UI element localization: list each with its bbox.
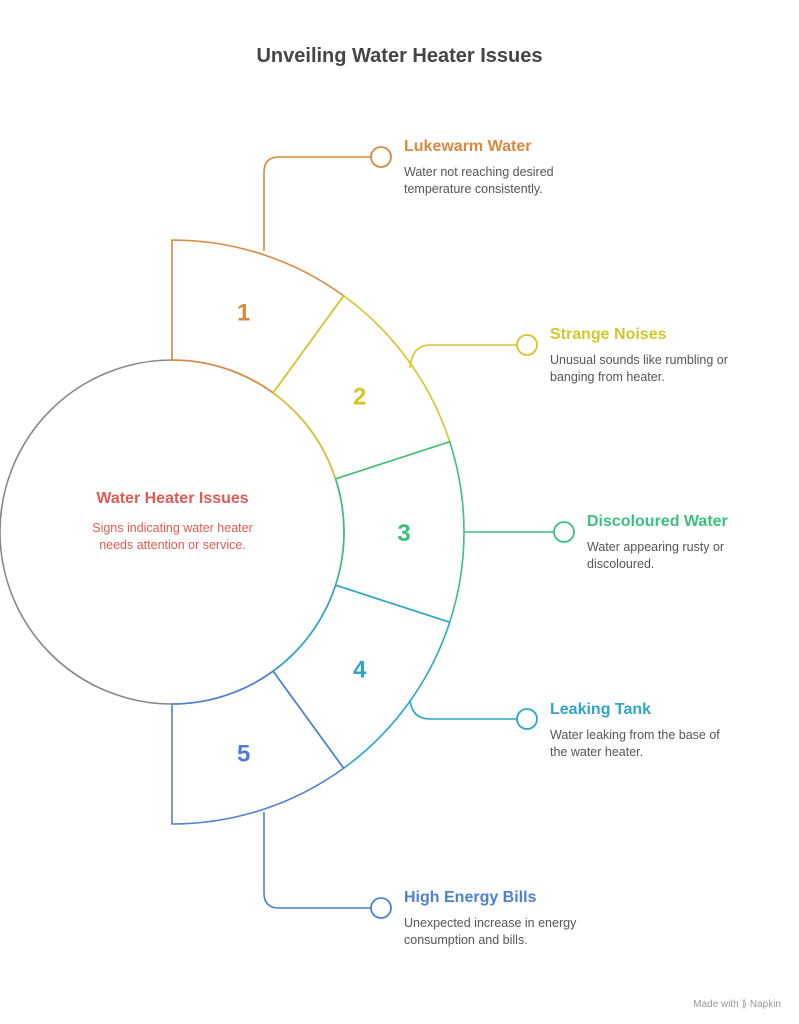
connector-dot [370,897,392,919]
connector-line [263,156,371,251]
segment-number: 2 [353,384,366,411]
segment-number: 3 [397,520,410,547]
connector-dot [370,146,392,168]
item-4: Leaking Tank Water leaking from the base… [550,701,735,761]
item-description: Water leaking from the base of the water… [550,728,720,759]
item-description: Water not reaching desired temperature c… [404,165,554,196]
connector-line [409,699,517,720]
item-title: High Energy Bills [404,889,537,906]
diagram-title: Unveiling Water Heater Issues [256,45,543,67]
item-title: Lukewarm Water [404,138,532,155]
connector-dot [516,334,538,356]
segment-3 [334,440,465,624]
item-5: High Energy Bills Unexpected increase in… [404,889,604,949]
item-title: Strange Noises [550,326,667,343]
item-title: Discoloured Water [587,513,728,530]
segment-number: 5 [237,741,250,768]
item-2: Strange Noises Unusual sounds like rumbl… [550,326,740,386]
segment-4 [271,584,451,770]
segment-2 [271,294,451,480]
connector-dot [516,708,538,730]
segment-5 [171,670,345,825]
center-description: Signs indicating water heater needs atte… [92,521,253,552]
item-description: Water appearing rusty or discoloured. [587,540,725,571]
segment-1 [171,239,345,394]
segment-number: 1 [237,299,250,326]
segment-number: 4 [353,656,367,683]
item-3: Discoloured Water Water appearing rusty … [587,513,757,573]
connector-line [409,344,517,369]
item-description: Unexpected increase in energy consumptio… [404,916,577,947]
center-label: Water Heater Issues Signs indicating wat… [80,490,265,554]
napkin-watermark: Made with ⟫ Napkin [693,999,781,1010]
item-description: Unusual sounds like rumbling or banging … [550,353,728,384]
item-1: Lukewarm Water Water not reaching desire… [404,138,604,198]
connector-line [263,812,371,909]
item-title: Leaking Tank [550,701,652,718]
connector-dot [553,521,575,543]
center-title: Water Heater Issues [96,490,249,507]
